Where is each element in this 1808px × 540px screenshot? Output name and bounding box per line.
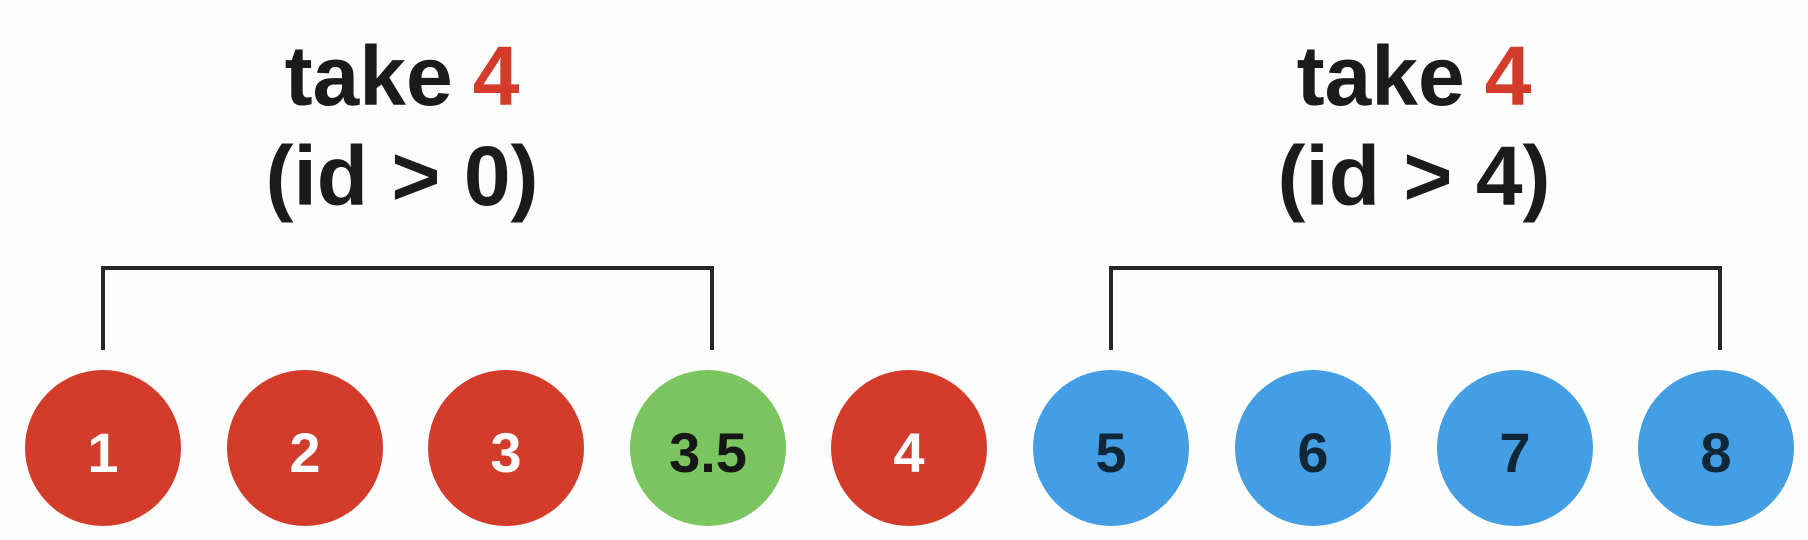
title-count: 4 — [472, 29, 520, 123]
circle-label: 8 — [1700, 420, 1732, 484]
circle-label: 2 — [289, 420, 321, 484]
circle-label: 7 — [1499, 420, 1531, 484]
title-word: take — [1296, 29, 1465, 123]
circle-label: 5 — [1095, 420, 1127, 484]
circle-label: 6 — [1297, 420, 1329, 484]
value-circle-4: 4 — [831, 370, 987, 526]
group-condition: (id > 4) — [1277, 129, 1551, 223]
circle-label: 1 — [87, 420, 119, 484]
value-circle-6: 6 — [1235, 370, 1391, 526]
value-circle-2: 2 — [227, 370, 383, 526]
value-circle-7: 7 — [1437, 370, 1593, 526]
value-circle-3: 3 — [428, 370, 584, 526]
circle-label: 4 — [893, 420, 925, 484]
value-circle-3.5: 3.5 — [630, 370, 786, 526]
take-range-bracket-left — [101, 266, 714, 350]
value-circle-8: 8 — [1638, 370, 1794, 526]
take-range-bracket-right — [1109, 266, 1722, 350]
value-circle-5: 5 — [1033, 370, 1189, 526]
value-circle-1: 1 — [25, 370, 181, 526]
circle-label: 3.5 — [669, 420, 747, 484]
circle-label: 3 — [490, 420, 522, 484]
title-count: 4 — [1484, 29, 1532, 123]
title-word: take — [284, 29, 453, 123]
group-condition: (id > 0) — [265, 129, 539, 223]
